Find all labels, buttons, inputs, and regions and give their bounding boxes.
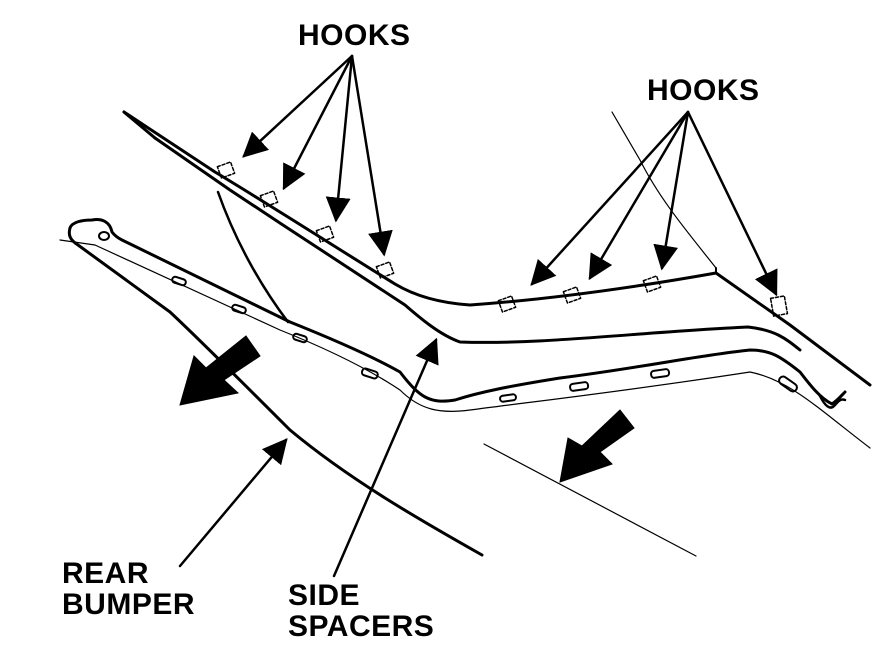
slot-2 <box>231 303 247 315</box>
arrow-hooks-right-2 <box>588 110 690 281</box>
hook-6 <box>562 286 582 304</box>
arrow-hooks-left-1 <box>242 54 354 158</box>
hook-markers <box>216 161 789 317</box>
rear-bumper-label: REAR BUMPER <box>62 558 195 620</box>
hook-1 <box>216 161 236 179</box>
rear-bumper-line-1: REAR <box>62 557 150 590</box>
hooks-left-text: HOOKS <box>298 19 411 52</box>
arrow-hooks-right-4 <box>686 110 778 297</box>
bumper-slots <box>171 275 798 403</box>
arrow-hooks-right-1 <box>530 110 690 286</box>
side-spacers-label: SIDE SPACERS <box>288 580 434 642</box>
arrow-hooks-left-4 <box>350 54 393 257</box>
side-spacers-line-2: SPACERS <box>288 610 435 643</box>
hooks-right-text: HOOKS <box>647 74 760 107</box>
rear-bumper-line-2: BUMPER <box>62 588 196 621</box>
hook-3 <box>315 225 335 243</box>
slot-5 <box>499 393 517 403</box>
hooks-label-left: HOOKS <box>298 20 411 51</box>
side-spacer <box>122 110 872 387</box>
arrow-hooks-right-3 <box>653 110 690 271</box>
slot-6 <box>569 381 590 392</box>
arrow-rear-bumper <box>178 438 288 568</box>
body-panel-lines <box>59 111 717 557</box>
hook-8 <box>769 295 789 317</box>
pull-arrow-right <box>559 409 635 483</box>
hooks-label-right: HOOKS <box>647 75 760 106</box>
arrow-hooks-left-2 <box>282 54 354 191</box>
removal-direction-arrows <box>179 335 635 483</box>
arrow-hooks-left-3 <box>325 54 354 223</box>
slot-4 <box>360 367 379 380</box>
slot-8 <box>778 375 798 393</box>
arrow-side-spacers <box>332 337 439 578</box>
hook-5 <box>497 295 517 313</box>
slot-3 <box>292 332 308 344</box>
slot-7 <box>650 368 671 379</box>
hook-7 <box>642 275 662 293</box>
leader-arrows <box>178 54 778 578</box>
slot-1 <box>171 275 187 287</box>
hook-4 <box>375 261 395 279</box>
pull-arrow-left <box>179 335 261 406</box>
hook-2 <box>259 190 279 208</box>
side-spacers-line-1: SIDE <box>288 579 361 612</box>
